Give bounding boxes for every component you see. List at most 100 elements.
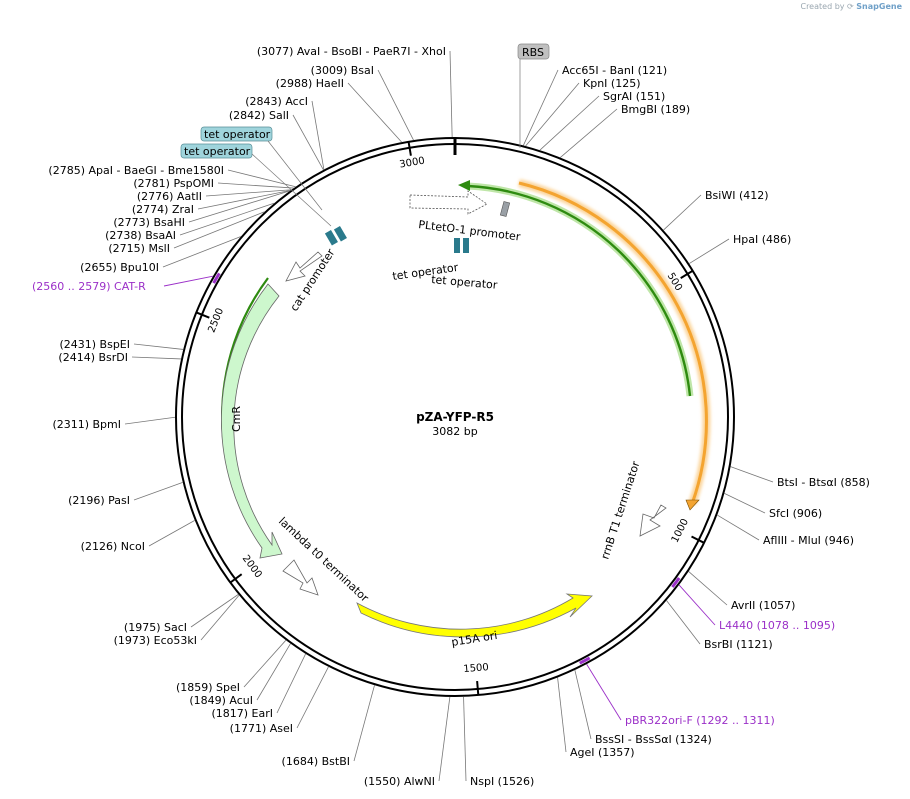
enzyme-connector [296, 666, 329, 729]
tick-mark [195, 311, 210, 319]
enzyme-connector [438, 696, 451, 782]
tet-operator-box-2 [333, 225, 347, 242]
tick-label: 1500 [463, 662, 489, 675]
tet-label-connector-2 [251, 153, 332, 227]
enzyme-label: (2715) MslI [108, 242, 170, 255]
enzyme-label: NspI (1526) [470, 775, 534, 788]
enzyme-label: (2431) BspEI [59, 338, 130, 351]
primer-sites: (2560 .. 2579) CAT-R L4440 (1078 .. 1095)… [32, 272, 835, 727]
rbs-label-box [517, 43, 550, 60]
cmr-feature [221, 283, 283, 559]
tet-operator-label-2: tet operator [184, 145, 251, 158]
enzyme-connector [311, 100, 325, 170]
primer-label: pBR322ori-F (1292 .. 1311) [625, 714, 775, 727]
enzyme-label: (1849) AcuI [189, 694, 253, 707]
yfp-orange-arc [518, 181, 708, 505]
tick-label: 2500 [206, 307, 226, 335]
enzyme-label: BmgBI (189) [621, 103, 690, 116]
enzyme-label: KpnI (125) [583, 77, 641, 90]
enzyme-connector [666, 600, 701, 645]
enzyme-label: (2774) ZraI [132, 203, 194, 216]
enzyme-connector [525, 82, 580, 147]
green-gene-arrow-head [458, 180, 470, 191]
enzyme-label: (1859) SpeI [176, 681, 240, 694]
rbs-label: RBS [522, 46, 544, 59]
enzyme-connector [663, 194, 702, 231]
primer-label: L4440 (1078 .. 1095) [719, 619, 835, 632]
enzyme-connector [217, 182, 294, 189]
enzyme-connector [133, 343, 184, 350]
enzyme-connector [227, 169, 296, 188]
enzyme-label: BssSI - BssSαI (1324) [595, 733, 712, 746]
enzyme-label: AvrII (1057) [731, 599, 795, 612]
enzyme-connector [276, 653, 306, 714]
enzyme-connector [256, 643, 291, 701]
enzyme-connector [353, 685, 375, 762]
enzyme-connector [574, 669, 592, 740]
tet-operator-box-4 [463, 238, 469, 253]
tet-label-connector-1 [267, 140, 323, 211]
tet-operator-box-3 [454, 238, 460, 253]
tet-operator-label-4: tet operator [431, 273, 499, 292]
enzyme-connector [205, 189, 292, 197]
tet-operator-label-box-1 [200, 126, 273, 142]
tick-mark [407, 141, 412, 156]
enzyme-label: (1550) AlwNI [364, 775, 435, 788]
enzyme-label: (2843) AccI [245, 95, 308, 108]
enzyme-connector [179, 202, 275, 236]
enzyme-connector [559, 108, 618, 158]
tet-operator-label-1: tet operator [204, 128, 271, 141]
tick-mark [680, 269, 694, 280]
enzyme-connector [124, 416, 176, 425]
enzyme-connector [131, 356, 182, 360]
enzyme-connector [200, 594, 240, 641]
tick-mark [476, 680, 480, 696]
primer-connector [678, 584, 716, 626]
enzyme-label: (2196) PasI [68, 494, 130, 507]
enzyme-connector [523, 69, 559, 146]
enzyme-connector [162, 236, 242, 268]
p15a-ori-feature [356, 593, 593, 638]
enzyme-connector [688, 238, 730, 264]
enzyme-connector [688, 571, 728, 606]
enzyme-label: (1771) AseI [230, 722, 293, 735]
enzyme-label: (3077) AvaI - BsoBI - PaeR7I - XhoI [257, 45, 446, 58]
enzyme-label: BtsI - BtsαI (858) [777, 476, 870, 489]
enzyme-label: (2785) ApaI - BaeGI - Bme1580I [48, 164, 224, 177]
enzyme-label: BsrBI (1121) [704, 638, 773, 651]
enzyme-connector [377, 69, 414, 141]
tet-operator-label-box-2 [180, 143, 253, 159]
enzyme-label: (2781) PspOMI [133, 177, 214, 190]
enzyme-connector [449, 50, 453, 138]
credit-prefix: Created by [800, 2, 845, 11]
primer-connector [163, 275, 214, 287]
enzyme-label: (1817) EarI [211, 707, 273, 720]
enzyme-connector [717, 514, 760, 541]
enzyme-connector [148, 520, 195, 547]
green-gene-arc [467, 184, 692, 397]
enzyme-label: (2988) HaeII [276, 77, 344, 90]
primer-mark [579, 656, 591, 665]
enzyme-connector [730, 466, 774, 483]
enzyme-connector [197, 190, 291, 210]
enzyme-connector [292, 114, 324, 171]
enzyme-connector [557, 677, 567, 753]
tick-label: 3000 [399, 156, 426, 171]
tick-label: 1000 [670, 517, 691, 545]
plasmid-size: 3082 bp [432, 425, 477, 438]
enzyme-label: SfcI (906) [769, 507, 822, 520]
enzyme-label: (2311) BpmI [52, 418, 121, 431]
lambda-terminator-arrow [282, 559, 319, 596]
enzyme-label: Acc65I - BanI (121) [562, 64, 667, 77]
rbs-marker [499, 201, 511, 217]
enzyme-label: HpaI (486) [733, 233, 791, 246]
enzyme-connector [190, 594, 239, 628]
primer-mark [212, 272, 221, 284]
plasmid-name: pZA-YFP-R5 [416, 410, 494, 424]
enzyme-label: (2776) AatII [137, 190, 202, 203]
credit-brand: SnapGene [856, 2, 902, 11]
enzyme-label: (2842) SalI [229, 109, 289, 122]
rrnb-terminator-label: rrnB T1 terminator [598, 459, 642, 561]
primer-label: (2560 .. 2579) CAT-R [32, 280, 146, 293]
